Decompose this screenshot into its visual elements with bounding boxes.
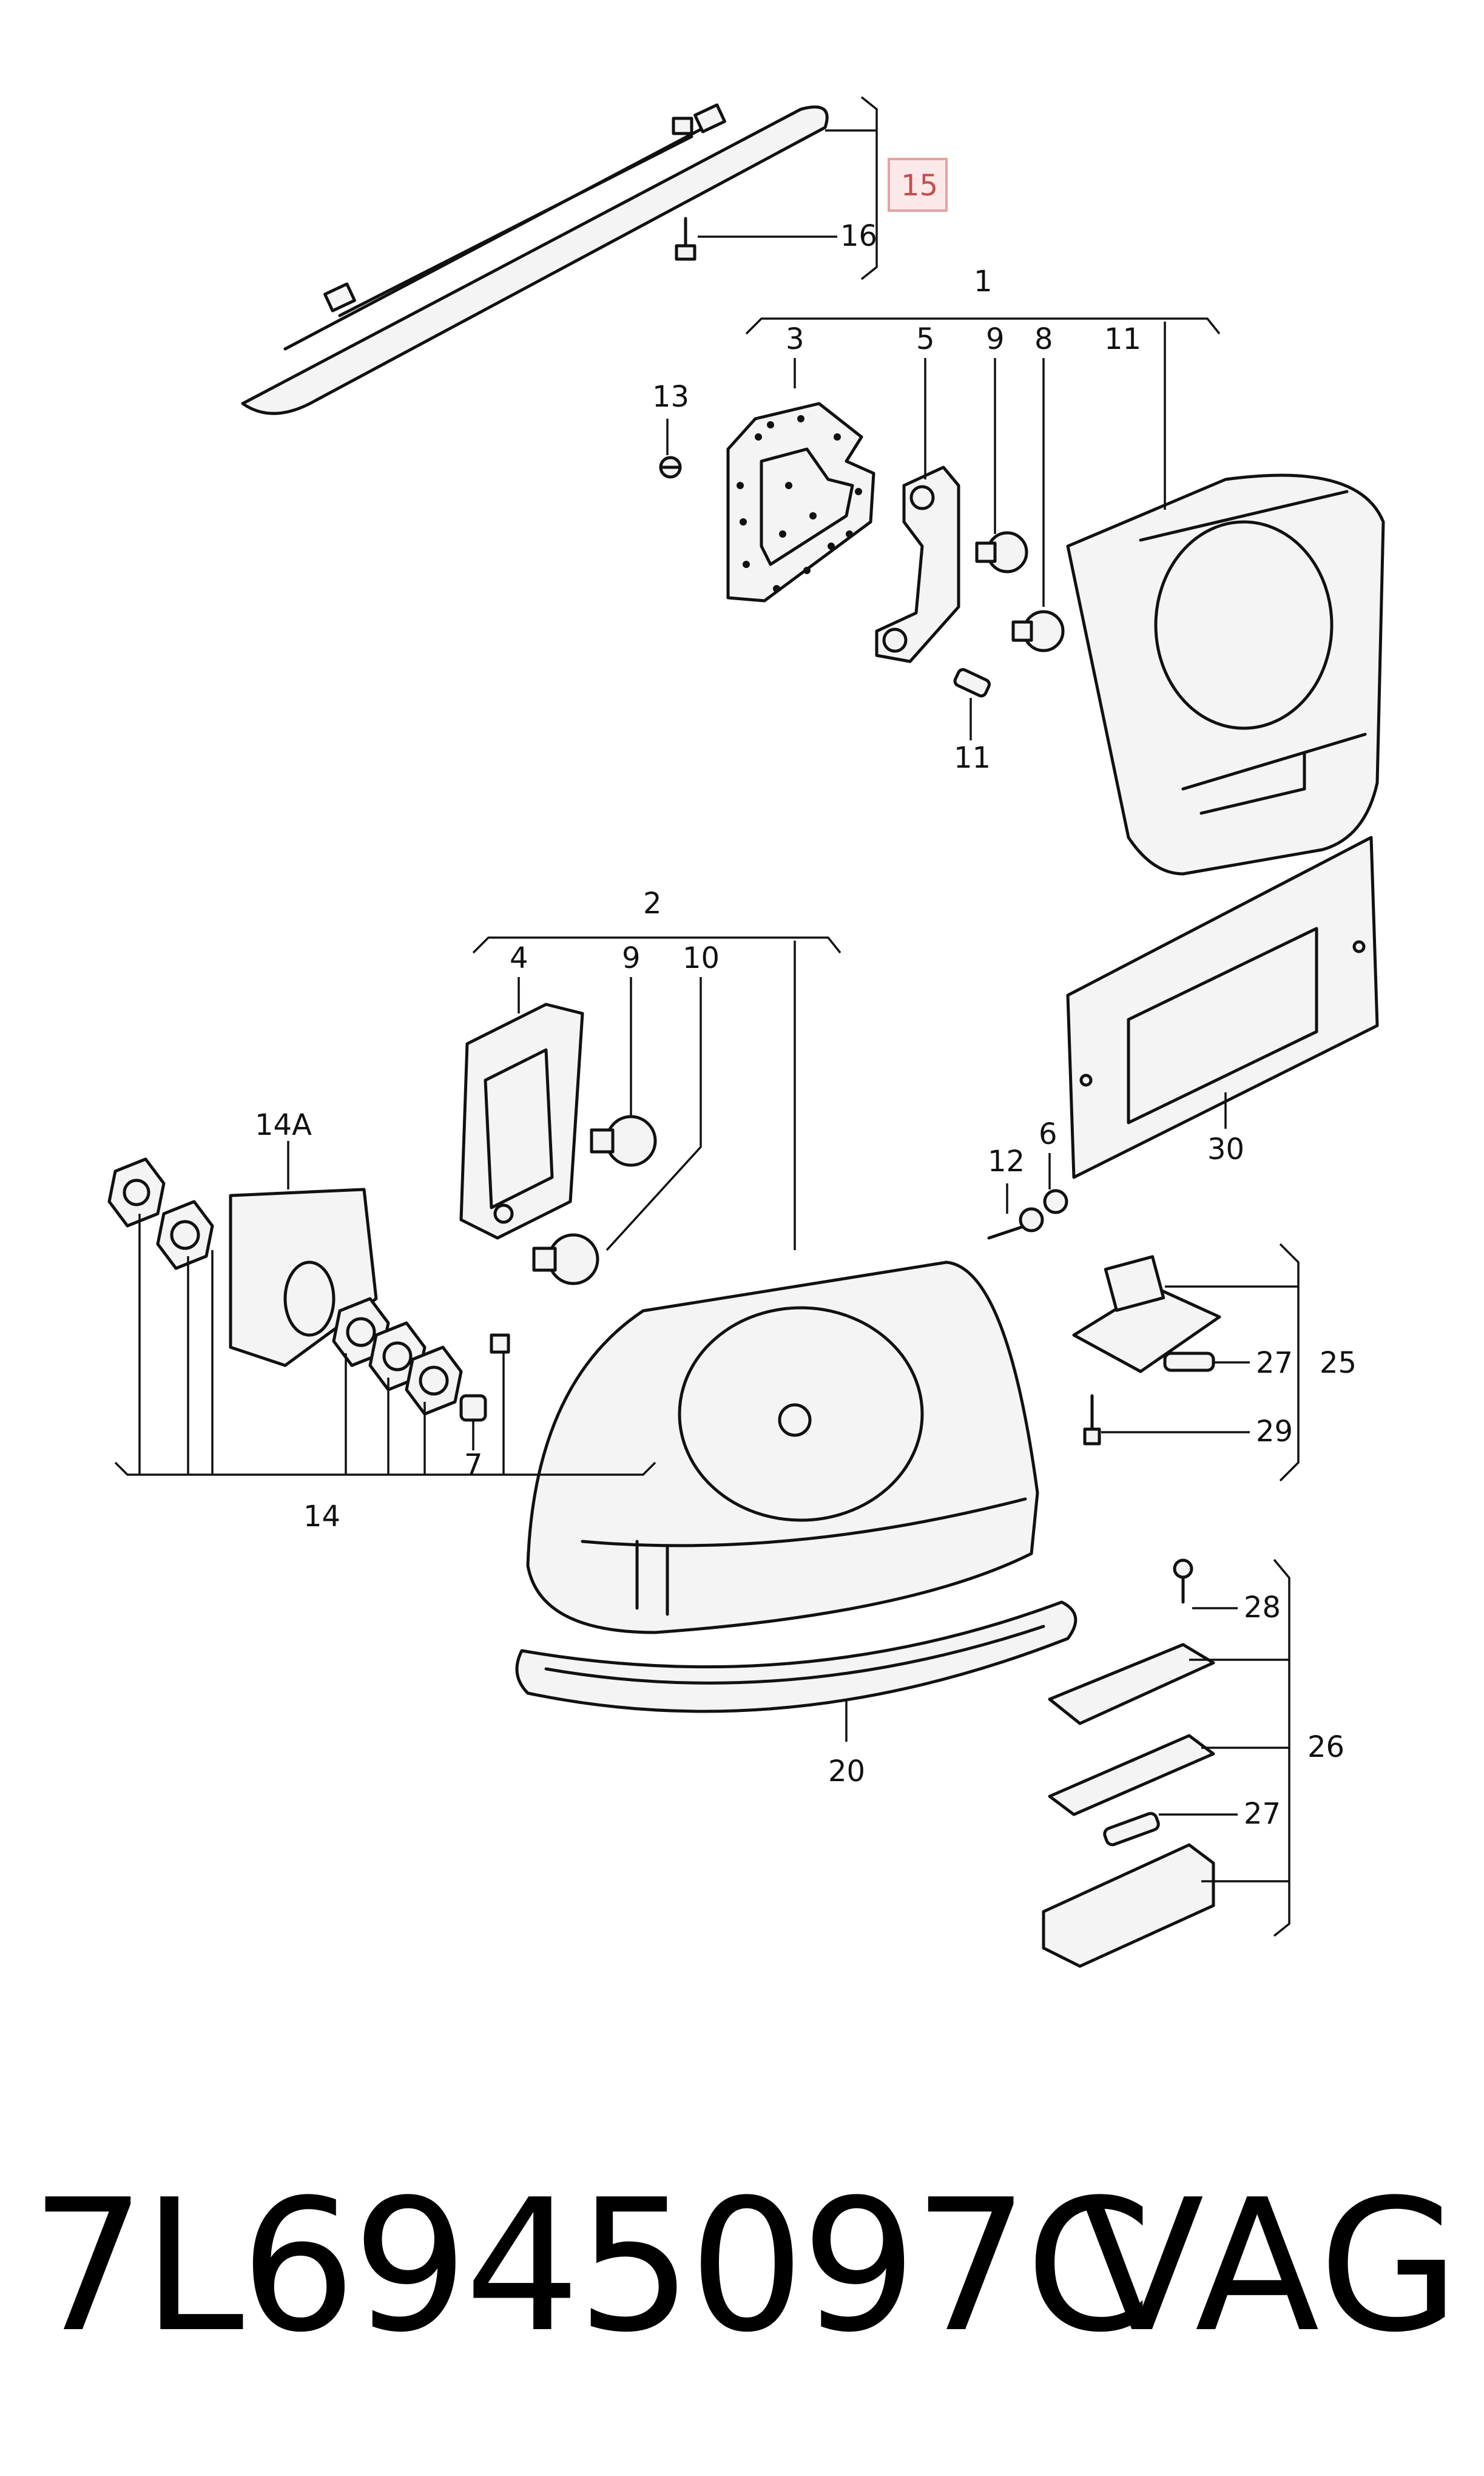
callout-3: 3 bbox=[786, 322, 804, 356]
callout-14: 14 bbox=[303, 1500, 340, 1534]
indicator-strip-20 bbox=[515, 1600, 1078, 1713]
license-plate-bracket-30 bbox=[1066, 836, 1379, 1179]
callout-11-bottom: 11 bbox=[954, 741, 991, 775]
bulb-10 bbox=[532, 1233, 599, 1285]
license-light-26 bbox=[1042, 1558, 1215, 1968]
adjuster-assembly-14 bbox=[107, 1157, 510, 1422]
brand-label: VAG bbox=[1079, 2160, 1462, 2372]
callout-20: 20 bbox=[828, 1754, 865, 1788]
leader-lines bbox=[114, 96, 1300, 1937]
callout-2: 2 bbox=[643, 887, 662, 921]
callout-11-top: 11 bbox=[1104, 322, 1141, 356]
bulb-holder-5 bbox=[875, 465, 960, 663]
callout-27-upper: 27 bbox=[1256, 1346, 1293, 1380]
callout-labels: 15 16 1 3 5 9 8 11 13 11 2 4 9 10 30 6 1… bbox=[255, 169, 1357, 1831]
callout-26: 26 bbox=[1307, 1730, 1344, 1764]
callout-6: 6 bbox=[1039, 1117, 1057, 1151]
callout-9-top: 9 bbox=[986, 322, 1005, 356]
bulb-8 bbox=[1011, 610, 1065, 652]
highlight-box-15 bbox=[888, 158, 948, 212]
callout-29: 29 bbox=[1256, 1415, 1293, 1449]
clip-6 bbox=[1043, 1189, 1068, 1214]
brake-light-bar bbox=[241, 103, 829, 415]
callout-27-lower: 27 bbox=[1244, 1797, 1281, 1831]
bulb-11-small bbox=[953, 668, 991, 698]
callout-4: 4 bbox=[510, 941, 528, 975]
callout-5: 5 bbox=[916, 322, 935, 356]
gasket-3 bbox=[726, 402, 875, 603]
callout-25: 25 bbox=[1320, 1346, 1357, 1380]
headlight-housing bbox=[526, 1260, 1039, 1634]
callout-15: 15 bbox=[901, 169, 938, 203]
parts-diagram: 15 16 1 3 5 9 8 11 13 11 2 4 9 10 30 6 1… bbox=[107, 96, 1385, 1968]
bulb-9-top bbox=[975, 531, 1028, 573]
callout-30: 30 bbox=[1207, 1132, 1244, 1166]
callout-28: 28 bbox=[1244, 1591, 1281, 1625]
callout-1: 1 bbox=[974, 265, 993, 299]
bulb-9-lower bbox=[590, 1115, 657, 1167]
screw-12 bbox=[987, 1207, 1044, 1240]
footer: 7L6945097C VAG bbox=[24, 2160, 1462, 2415]
tail-light-housing bbox=[1066, 473, 1385, 876]
callout-10: 10 bbox=[683, 941, 720, 975]
part-number: 7L6945097C bbox=[30, 2160, 1153, 2372]
bulb-holder-4 bbox=[459, 1003, 584, 1240]
clip-13 bbox=[659, 456, 682, 479]
callout-16: 16 bbox=[840, 219, 877, 253]
callout-14A: 14A bbox=[255, 1108, 312, 1142]
callout-12: 12 bbox=[988, 1145, 1025, 1179]
callout-8: 8 bbox=[1034, 322, 1053, 356]
callout-9-lower: 9 bbox=[622, 941, 641, 975]
screw-16 bbox=[675, 217, 696, 261]
license-light-25 bbox=[1072, 1255, 1221, 1446]
callout-7: 7 bbox=[464, 1448, 483, 1482]
callout-13: 13 bbox=[652, 380, 689, 414]
